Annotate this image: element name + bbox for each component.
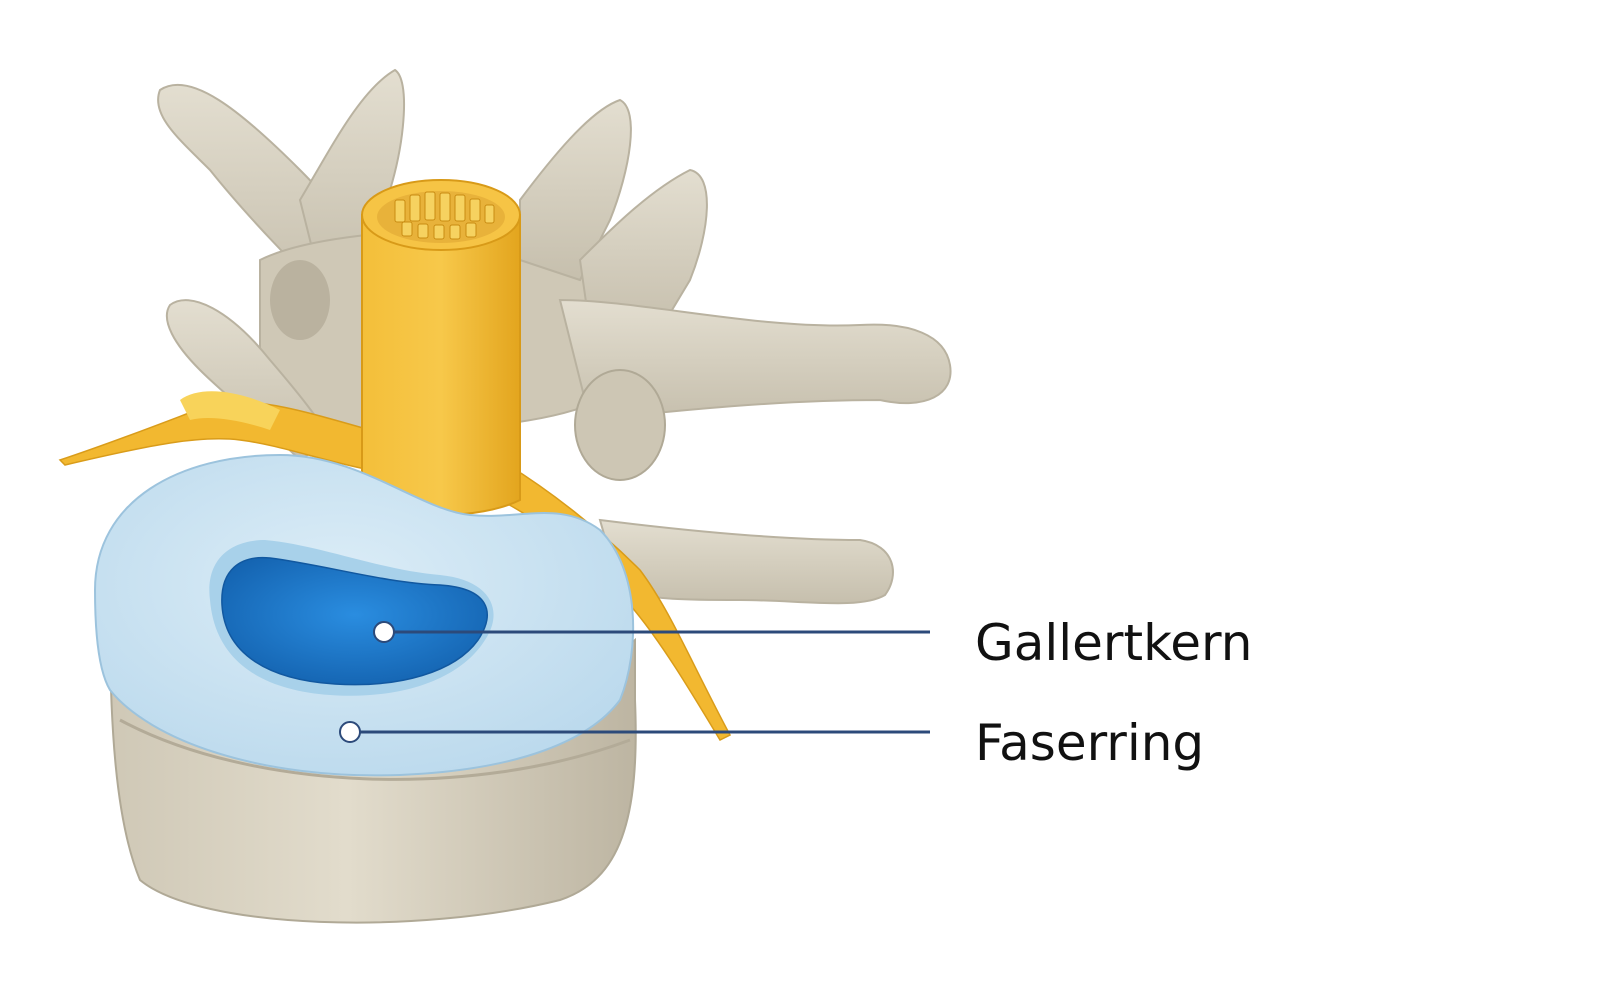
- callout-nucleus: [373, 621, 930, 643]
- spinal-cord: [361, 179, 521, 516]
- label-annulus: Faserring: [975, 714, 1205, 772]
- callout-annulus: [339, 721, 930, 743]
- nucleus-pulposus: [221, 556, 488, 686]
- marker-nucleus: [373, 621, 395, 643]
- marker-annulus: [339, 721, 361, 743]
- label-nucleus: Gallertkern: [975, 614, 1253, 672]
- intervertebral-disc: [93, 453, 635, 777]
